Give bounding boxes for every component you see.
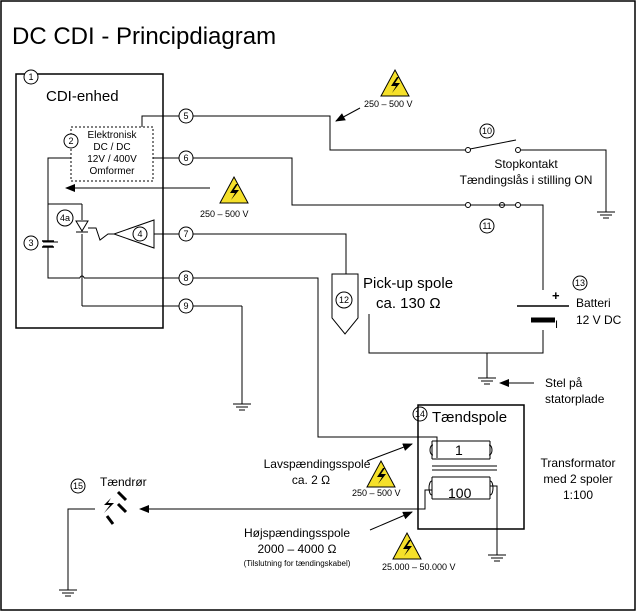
warning-icon <box>380 69 410 97</box>
amplifier-4 <box>112 219 155 249</box>
voltage-arrow-stop <box>335 107 361 122</box>
battery-voltage: 12 V DC <box>576 313 622 327</box>
secondary-winding-ratio: 100 <box>448 485 472 501</box>
ground-label-1: Stel på <box>545 376 583 390</box>
ignition-coil-box <box>417 404 525 530</box>
warning-icon <box>392 532 422 560</box>
voltage-label-3: 250 – 500 V <box>352 488 401 498</box>
ignition-cable-note: (Tilslutning for tændingskabel) <box>244 559 351 568</box>
ground-icon <box>596 211 616 219</box>
pin-12: 12 <box>339 295 349 305</box>
capacitor-3 <box>42 240 54 248</box>
ground-label-2: statorplade <box>545 392 605 406</box>
warning-icon <box>219 176 249 204</box>
high-voltage-coil-label: Højspændingsspole <box>244 526 350 540</box>
battery-symbol <box>517 305 569 323</box>
pin-8: 8 <box>183 273 188 283</box>
pin-markers <box>23 69 588 494</box>
cdi-internal-wiring <box>43 115 180 307</box>
pickup-coil <box>331 273 359 335</box>
high-voltage-arrow <box>369 511 413 531</box>
transformer-label-1: Transformator <box>541 456 616 470</box>
external-wiring <box>67 115 607 590</box>
ground-icon <box>58 589 78 597</box>
voltage-label-4: 25.000 – 50.000 V <box>382 562 456 572</box>
pin-1: 1 <box>28 72 33 82</box>
converter-box <box>70 126 154 182</box>
cdi-unit-label: CDI-enhed <box>46 88 119 105</box>
pin-14: 14 <box>415 409 425 419</box>
spark-plug-label: Tændrør <box>100 475 147 489</box>
stop-switch[interactable] <box>465 139 521 153</box>
pin-7: 7 <box>183 229 188 239</box>
battery-minus: I <box>555 319 558 331</box>
page-title: DC CDI - Principdiagram <box>12 23 276 50</box>
battery-label: Batteri <box>576 296 611 310</box>
pickup-resistance: ca. 130 Ω <box>376 295 441 312</box>
pin-13: 13 <box>575 278 585 288</box>
ground-icon <box>477 377 497 385</box>
low-voltage-coil-resistance: ca. 2 Ω <box>292 473 330 487</box>
ignition-lock-label: Tændingslås i stilling ON <box>460 173 593 187</box>
battery-plus: + <box>552 288 560 303</box>
converter-line-2: DC / DC <box>93 142 130 153</box>
pin-labels: 1 2 3 4a 4 5 6 7 8 9 10 11 12 13 14 15 <box>28 72 585 491</box>
ground-icon <box>232 403 252 411</box>
converter-line-3: 12V / 400V <box>87 154 137 165</box>
ignition-coil-label: Tændspole <box>432 409 507 426</box>
converter-line-1: Elektronisk <box>88 130 138 141</box>
low-voltage-coil-label: Lavspændingsspole <box>264 457 371 471</box>
pin-11: 11 <box>482 221 491 231</box>
ignition-switch[interactable] <box>465 202 521 208</box>
pin-4: 4 <box>137 229 142 239</box>
stopkontakt-label: Stopkontakt <box>494 157 558 171</box>
pin-5: 5 <box>183 111 188 121</box>
high-voltage-coil-resistance: 2000 – 4000 Ω <box>257 542 336 556</box>
cdi-unit-box <box>15 73 164 329</box>
pin-6: 6 <box>183 153 188 163</box>
spark-plug-icon <box>104 490 128 525</box>
thyristor-4a <box>75 220 89 232</box>
converter-line-4: Omformer <box>90 166 136 177</box>
ground-icon <box>487 554 507 562</box>
transformer-label-3: 1:100 <box>563 488 593 502</box>
pin-2: 2 <box>68 136 73 146</box>
warning-icon <box>366 460 396 488</box>
transformer-windings <box>418 436 498 510</box>
pin-4a: 4a <box>60 213 70 223</box>
pin-10: 10 <box>482 126 492 136</box>
pin-9: 9 <box>183 301 188 311</box>
voltage-label-2: 250 – 500 V <box>364 99 413 109</box>
primary-winding-ratio: 1 <box>455 442 463 458</box>
voltage-label-1: 250 – 500 V <box>200 209 249 219</box>
pin-3: 3 <box>28 238 33 248</box>
pin-15: 15 <box>73 481 83 491</box>
low-voltage-arrow <box>366 443 413 462</box>
pickup-label: Pick-up spole <box>363 275 453 292</box>
transformer-label-2: med 2 spoler <box>543 472 612 486</box>
